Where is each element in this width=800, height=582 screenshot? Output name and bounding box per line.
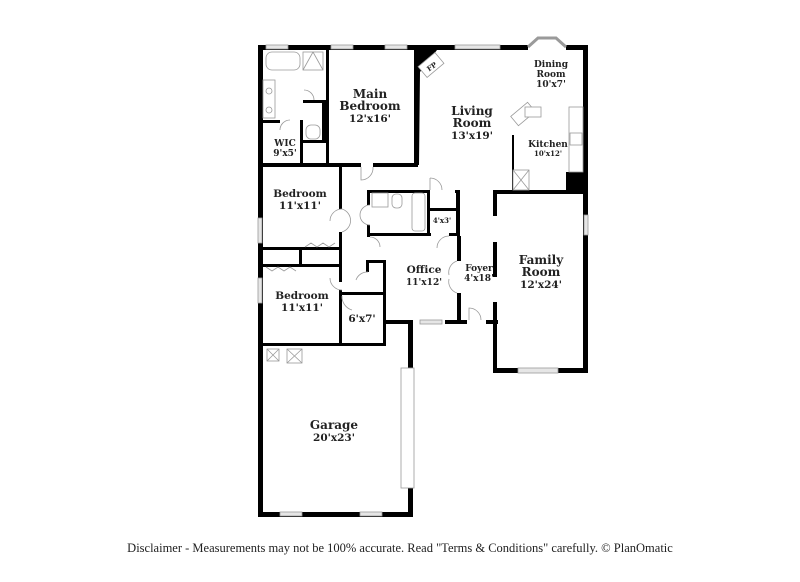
shower-icon [302, 51, 324, 71]
svg-text:Bedroom: Bedroom [273, 188, 327, 200]
room-bedroom-1: Bedroom 11'x11' [273, 188, 327, 212]
windows [257, 36, 589, 517]
svg-text:10'x12': 10'x12' [534, 149, 562, 158]
room-bedroom-2: Bedroom 11'x11' [275, 290, 329, 314]
bathtub-icon [265, 51, 301, 71]
doors [265, 89, 482, 321]
svg-text:11'x11': 11'x11' [279, 200, 321, 212]
toilet-icon [391, 193, 403, 209]
svg-text:Office: Office [407, 264, 442, 276]
room-kitchen: Kitchen 10'x12' [528, 140, 568, 158]
svg-text:11'x12': 11'x12' [406, 278, 442, 288]
svg-text:WIC: WIC [273, 139, 295, 149]
svg-text:10'x7': 10'x7' [536, 80, 566, 90]
room-garage: Garage 20'x23' [310, 418, 359, 444]
svg-text:Foyer: Foyer [465, 264, 493, 274]
svg-text:9'x5': 9'x5' [273, 149, 296, 159]
svg-text:13'x19': 13'x19' [451, 130, 493, 142]
svg-text:Garage: Garage [310, 418, 359, 432]
room-wic: WIC 9'x5' [273, 139, 296, 159]
room-family-room: Family Room 12'x24' [519, 253, 564, 291]
svg-text:4'x3': 4'x3' [433, 216, 451, 225]
svg-text:Living: Living [451, 104, 493, 118]
svg-text:Room: Room [453, 116, 492, 130]
room-living-room: Living Room 13'x19' [451, 104, 493, 142]
room-storage: 6'x7' [348, 313, 375, 325]
svg-text:20'x23': 20'x23' [313, 432, 355, 444]
svg-text:4'x18': 4'x18' [464, 274, 494, 284]
svg-text:Kitchen: Kitchen [528, 140, 568, 150]
svg-text:12'x24': 12'x24' [520, 279, 562, 291]
fireplace-icon [417, 52, 445, 78]
room-labels: Main Bedroom 12'x16' WIC 9'x5' Living Ro… [273, 60, 568, 444]
room-foyer: Foyer 4'x18' [464, 264, 494, 284]
svg-text:11'x11': 11'x11' [281, 302, 323, 314]
room-dining-room: Dining Room 10'x7' [534, 60, 569, 90]
svg-text:6'x7': 6'x7' [348, 313, 375, 325]
svg-text:Family: Family [519, 253, 564, 267]
svg-text:Room: Room [522, 265, 561, 279]
svg-text:12'x16': 12'x16' [349, 113, 391, 125]
toilet-icon [305, 124, 321, 140]
room-main-bedroom: Main Bedroom 12'x16' [339, 87, 400, 125]
svg-text:Bedroom: Bedroom [339, 99, 400, 113]
svg-text:Dining: Dining [534, 60, 569, 70]
svg-text:Room: Room [536, 70, 565, 80]
svg-text:Bedroom: Bedroom [275, 290, 329, 302]
sink-icon [371, 192, 389, 208]
room-office: Office 11'x12' [406, 264, 442, 288]
room-closet-small: 4'x3' [433, 216, 451, 225]
disclaimer-text: Disclaimer - Measurements may not be 100… [127, 541, 673, 555]
fixtures: FP [262, 51, 584, 364]
stove-icon [569, 132, 583, 146]
svg-text:Main: Main [353, 87, 388, 101]
bathtub-icon [411, 192, 426, 232]
